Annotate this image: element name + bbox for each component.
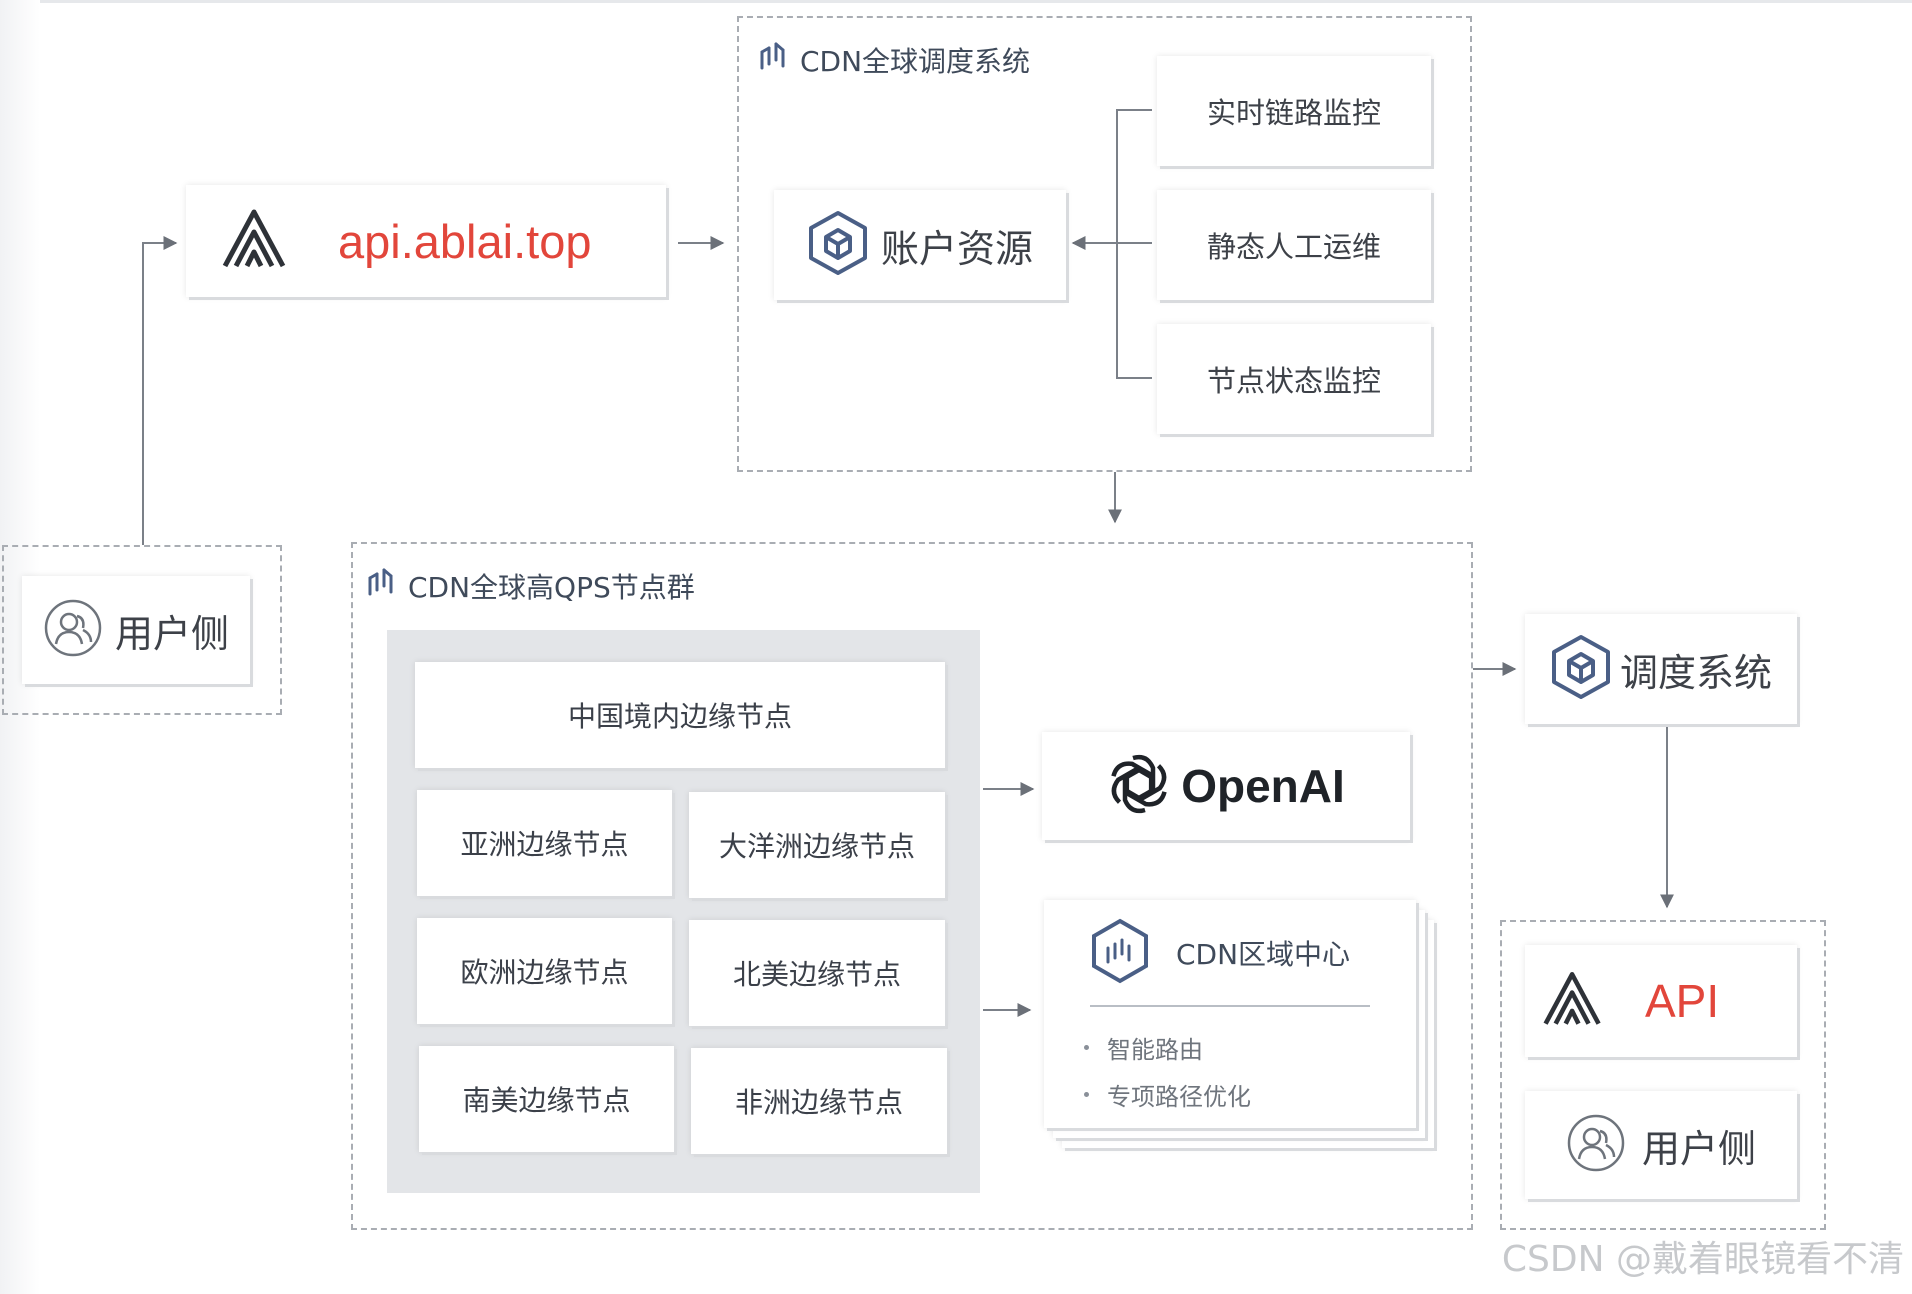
edge-node-africa: 非洲边缘节点 <box>691 1048 947 1154</box>
monitor-label: 节点状态监控 <box>1206 364 1381 398</box>
node-group-header: CDN全球高QPS节点群 <box>366 566 695 606</box>
cdn-icon <box>758 42 790 79</box>
edge-node-north-america: 北美边缘节点 <box>689 920 945 1026</box>
edge-node-china: 中国境内边缘节点 <box>415 662 945 768</box>
bullet-item: 专项路径优化 <box>1084 1077 1251 1112</box>
scheduling-group-title: CDN全球调度系统 <box>800 45 1031 78</box>
edge-node-oceania: 大洋洲边缘节点 <box>689 792 945 898</box>
api-label: API <box>1645 975 1720 1027</box>
user-left-group <box>2 545 282 715</box>
watermark: CSDN @戴着眼镜看不清 <box>1501 1239 1904 1280</box>
edge-node-label: 中国境内边缘节点 <box>567 700 792 733</box>
dispatch-label: 调度系统 <box>1619 650 1772 695</box>
api-box: API <box>1525 945 1797 1057</box>
top-divider <box>0 0 1912 3</box>
monitor-box-static: 静态人工运维 <box>1157 190 1431 300</box>
bullet-dot <box>1084 1092 1089 1097</box>
node-group <box>351 542 1473 1230</box>
edge-node-label: 北美边缘节点 <box>732 958 901 991</box>
cdn-hex-icon <box>1090 918 1150 988</box>
openai-box: OpenAI <box>1042 732 1410 840</box>
edge-node-europe: 欧洲边缘节点 <box>417 918 672 1024</box>
openai-label: OpenAI <box>1181 760 1345 812</box>
edge-node-asia: 亚洲边缘节点 <box>417 790 672 896</box>
region-center-divider <box>1090 1005 1370 1007</box>
dispatch-box: 调度系统 <box>1525 614 1797 724</box>
region-center-header: CDN区域中心 <box>1090 918 1350 988</box>
user-icon <box>1566 1113 1626 1177</box>
user-left-label: 用户侧 <box>114 611 229 656</box>
domain-box: api.ablai.top <box>186 185 666 297</box>
bullet-item: 智能路由 <box>1084 1030 1251 1065</box>
cube-icon <box>807 210 869 280</box>
cube-icon <box>1550 634 1612 704</box>
region-center-title: CDN区域中心 <box>1176 938 1351 971</box>
account-label: 账户资源 <box>880 226 1033 271</box>
edge-node-south-america: 南美边缘节点 <box>419 1046 674 1152</box>
monitor-box-node: 节点状态监控 <box>1157 324 1431 434</box>
edge-node-label: 欧洲边缘节点 <box>460 956 629 989</box>
cdn-icon <box>366 568 398 605</box>
api-group <box>1500 920 1826 1230</box>
account-box: 账户资源 <box>774 190 1066 300</box>
monitor-label: 实时链路监控 <box>1206 96 1381 130</box>
node-group-title: CDN全球高QPS节点群 <box>408 571 695 604</box>
user-right-box: 用户侧 <box>1525 1091 1797 1199</box>
edge-node-label: 亚洲边缘节点 <box>460 828 629 861</box>
domain-text: api.ablai.top <box>338 214 592 268</box>
user-left-box: 用户侧 <box>22 576 250 684</box>
scheduling-group-header: CDN全球调度系统 <box>758 40 1030 80</box>
bullet-text: 智能路由 <box>1107 1036 1203 1064</box>
edge-node-label: 非洲边缘节点 <box>734 1086 903 1119</box>
monitor-box-realtime: 实时链路监控 <box>1157 56 1431 166</box>
region-center-bullets: 智能路由 专项路径优化 <box>1084 1030 1251 1112</box>
user-icon <box>43 598 103 662</box>
openai-logo-icon <box>1107 752 1171 820</box>
ablai-logo-icon <box>1541 970 1605 1032</box>
edge-node-label: 大洋洲边缘节点 <box>718 830 915 863</box>
bullet-text: 专项路径优化 <box>1107 1083 1251 1111</box>
user-right-label: 用户侧 <box>1641 1126 1756 1171</box>
ablai-logo-icon <box>220 208 290 274</box>
edge-node-label: 南美边缘节点 <box>462 1084 631 1117</box>
monitor-label: 静态人工运维 <box>1206 230 1381 264</box>
scheduling-group <box>737 16 1472 472</box>
region-center-card: CDN区域中心 智能路由 专项路径优化 <box>1044 900 1416 1128</box>
bullet-dot <box>1084 1045 1089 1050</box>
